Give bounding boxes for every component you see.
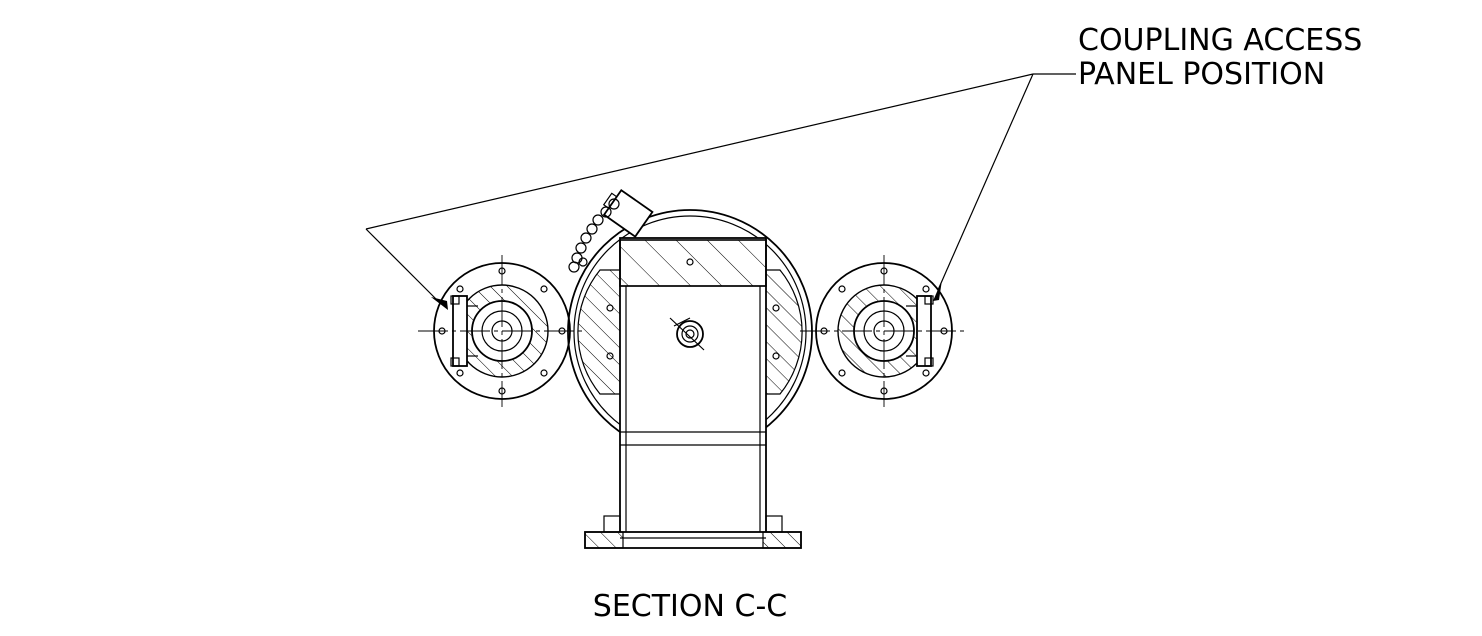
right-coupling	[800, 255, 968, 407]
main-drum	[567, 188, 813, 549]
section-label: SECTION C-C	[593, 589, 787, 624]
callout-line-1: COUPLING ACCESS	[1078, 23, 1362, 58]
left-coupling	[418, 255, 586, 407]
cable-glands	[568, 198, 620, 273]
callout-leaders	[365, 73, 1076, 310]
callout-line-2: PANEL POSITION	[1078, 57, 1325, 92]
